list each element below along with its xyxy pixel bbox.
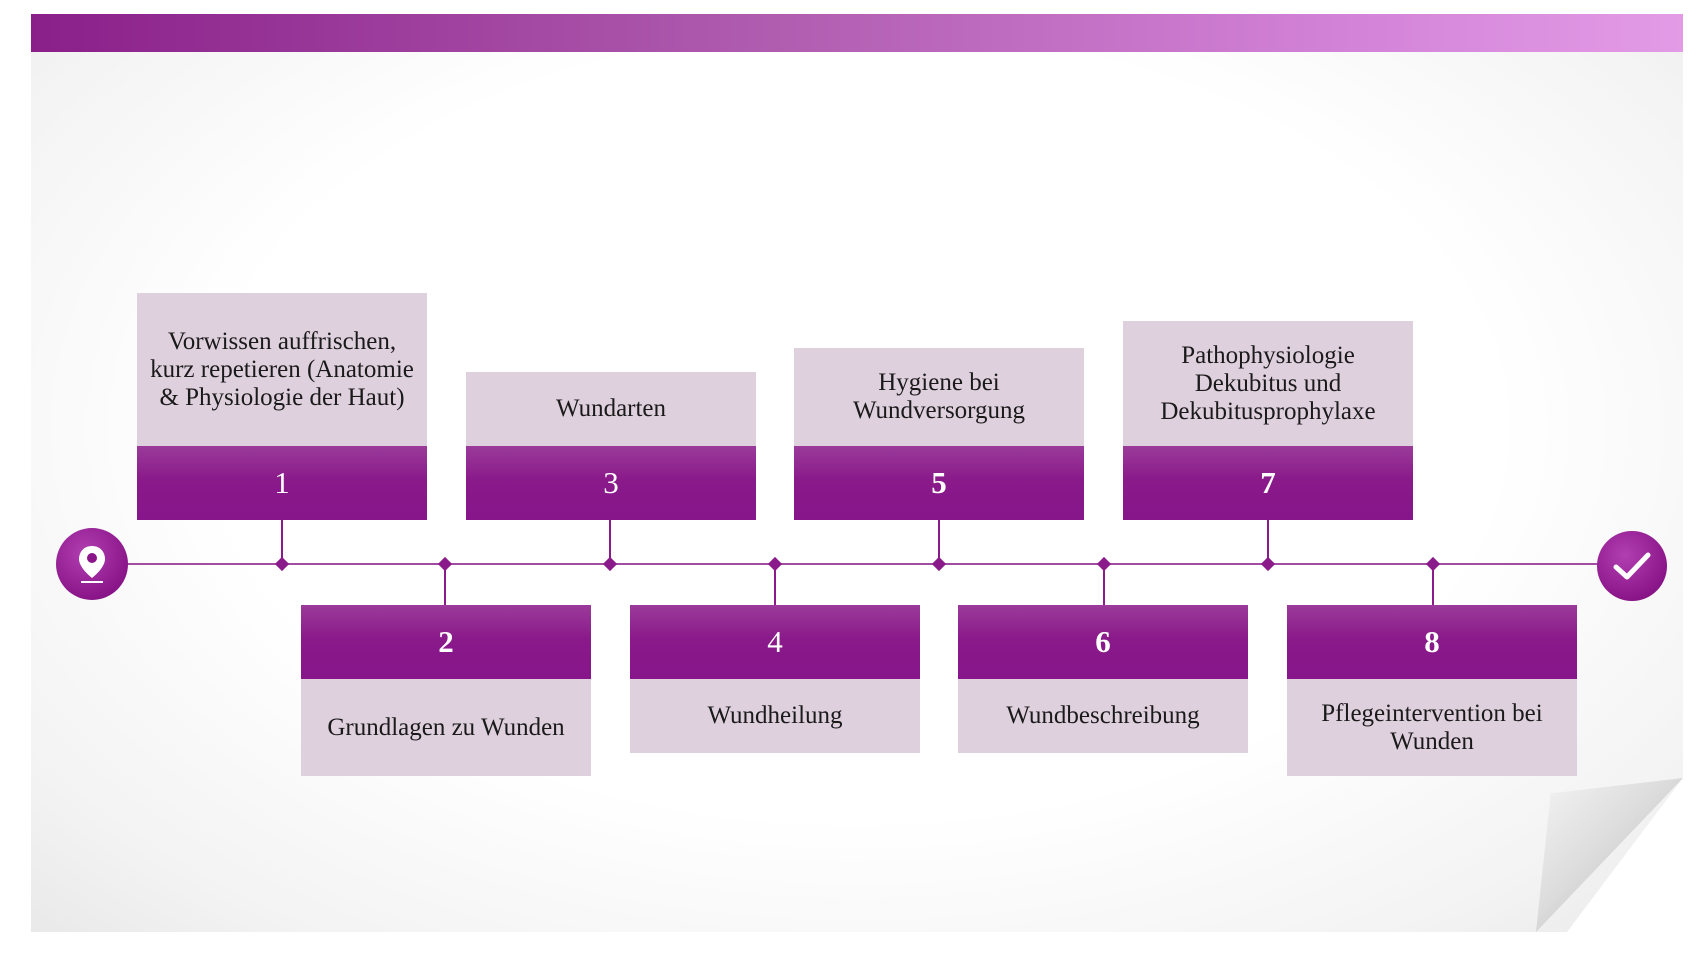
step-number: 2: [301, 605, 591, 679]
step-label: Vorwissen auffrischen, kurz repetieren (…: [137, 293, 427, 446]
timeline-end-marker: [1597, 531, 1667, 601]
step-card-5: Hygiene bei Wundversorgung 5: [794, 348, 1084, 520]
step-number: 3: [466, 446, 756, 520]
connector-6: [1103, 565, 1105, 605]
timeline-start-marker: [56, 528, 128, 600]
step-card-6: 6 Wundbeschreibung: [958, 605, 1248, 753]
step-label: Pathophysiologie Dekubitus und Dekubitus…: [1123, 321, 1413, 446]
step-label: Wundbeschreibung: [958, 679, 1248, 753]
step-number: 8: [1287, 605, 1577, 679]
step-number: 4: [630, 605, 920, 679]
header-banner: [31, 14, 1683, 52]
step-card-8: 8 Pflegeintervention bei Wunden: [1287, 605, 1577, 776]
connector-8: [1432, 565, 1434, 605]
checkmark-icon: [1613, 552, 1651, 580]
connector-7: [1267, 519, 1269, 563]
location-pin-icon: [79, 546, 105, 583]
connector-5: [938, 519, 940, 563]
step-number: 7: [1123, 446, 1413, 520]
step-label: Hygiene bei Wundversorgung: [794, 348, 1084, 446]
connector-2: [444, 565, 446, 605]
step-card-7: Pathophysiologie Dekubitus und Dekubitus…: [1123, 321, 1413, 520]
step-number: 5: [794, 446, 1084, 520]
step-number: 1: [137, 446, 427, 520]
step-card-3: Wundarten 3: [466, 372, 756, 520]
connector-4: [774, 565, 776, 605]
step-card-2: 2 Grundlagen zu Wunden: [301, 605, 591, 776]
timeline-line: [90, 563, 1630, 565]
connector-1: [281, 519, 283, 563]
step-label: Wundarten: [466, 372, 756, 446]
step-label: Pflegeintervention bei Wunden: [1287, 679, 1577, 776]
connector-3: [609, 519, 611, 563]
step-card-4: 4 Wundheilung: [630, 605, 920, 753]
step-label: Wundheilung: [630, 679, 920, 753]
step-number: 6: [958, 605, 1248, 679]
step-card-1: Vorwissen auffrischen, kurz repetieren (…: [137, 293, 427, 520]
step-label: Grundlagen zu Wunden: [301, 679, 591, 776]
